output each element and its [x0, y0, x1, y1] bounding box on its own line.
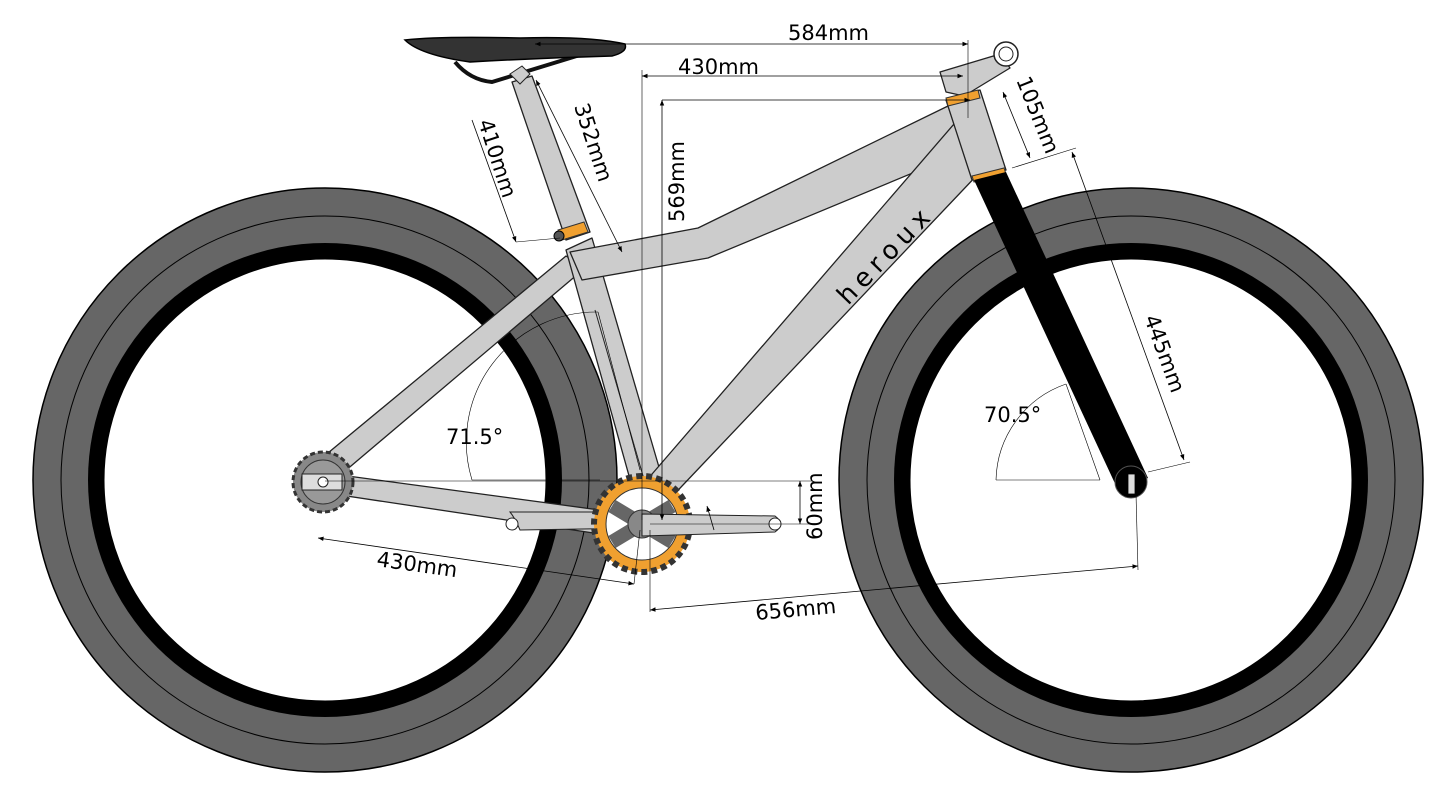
label-stack: 569mm	[665, 141, 689, 222]
stem	[939, 41, 1019, 183]
saddle-rails	[453, 53, 581, 85]
label-seat-tube: 352mm	[569, 100, 617, 184]
frame	[304, 89, 1007, 541]
label-head-tube: 105mm	[1011, 73, 1064, 157]
angle-marks	[466, 311, 1101, 481]
saddle	[403, 36, 627, 63]
label-top-tube: 430mm	[678, 55, 759, 79]
label-seat-angle: 71.5°	[446, 425, 503, 449]
label-top-reach: 584mm	[788, 21, 869, 45]
label-bb-drop: 60mm	[803, 472, 827, 540]
crank-arm-right	[641, 513, 781, 537]
handlebar	[993, 41, 1019, 67]
label-seatpost: 410mm	[473, 116, 521, 200]
dimension-lines	[317, 40, 1191, 612]
cassette	[291, 450, 355, 514]
stem-body	[939, 53, 1011, 97]
label-front-center: 656mm	[754, 594, 837, 625]
headset-top	[945, 89, 981, 107]
seatpost	[511, 75, 591, 241]
label-head-angle: 70.5°	[984, 403, 1041, 427]
